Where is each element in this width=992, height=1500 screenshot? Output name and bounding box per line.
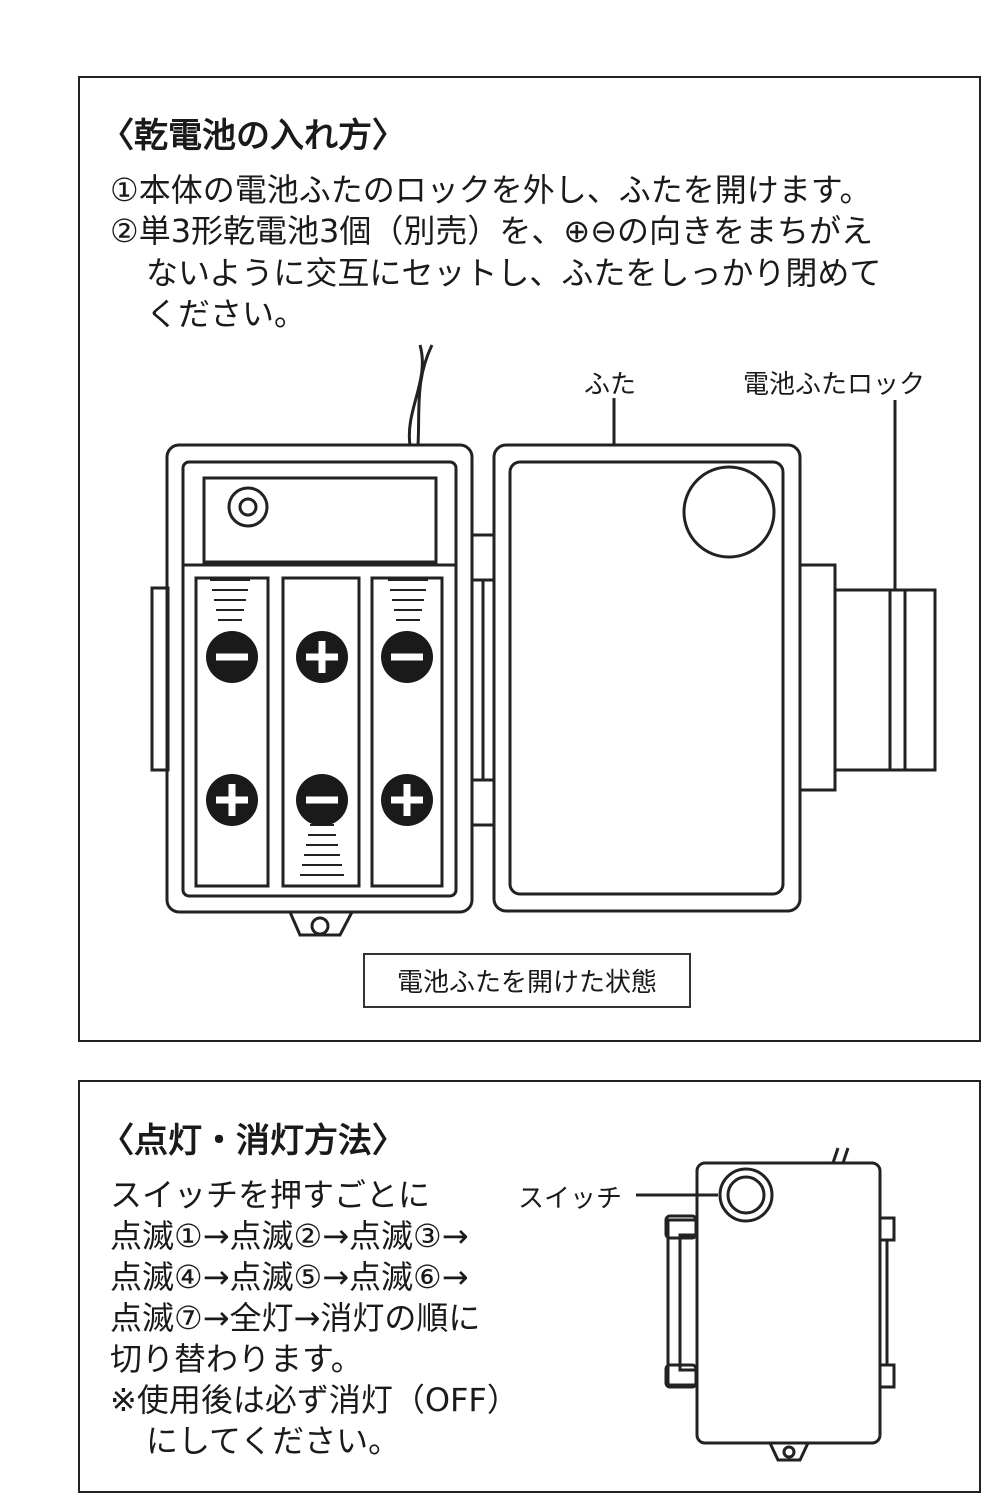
switch-instructions-panel xyxy=(78,1080,981,1493)
lid-label: ふた xyxy=(584,370,637,400)
instruction-line: 切り替わります。 xyxy=(110,1340,363,1378)
diagram-caption: 電池ふたを開けた状態 xyxy=(363,953,691,1008)
section-title-switch: 〈点灯・消灯方法〉 xyxy=(100,1121,406,1161)
instruction-line: 点滅①→点滅②→点滅③→ xyxy=(110,1217,469,1255)
instruction-line: 点滅④→点滅⑤→点滅⑥→ xyxy=(110,1258,469,1296)
instruction-line: スイッチを押すごとに xyxy=(110,1176,431,1214)
lock-label: 電池ふたロック xyxy=(743,370,926,400)
instruction-line: ください。 xyxy=(146,295,307,333)
instruction-line: ①本体の電池ふたのロックを外し、ふたを開けます。 xyxy=(110,171,872,209)
instruction-line: 点滅⑦→全灯→消灯の順に xyxy=(110,1299,481,1337)
instruction-line: ※使用後は必ず消灯（OFF） xyxy=(110,1381,519,1419)
section-title-battery: 〈乾電池の入れ方〉 xyxy=(100,116,406,156)
instruction-line: にしてください。 xyxy=(146,1422,401,1460)
instruction-line: ないように交互にセットし、ふたをしっかり閉めて xyxy=(146,254,882,292)
battery-instructions-panel xyxy=(78,76,981,1042)
switch-label: スイッチ xyxy=(518,1184,623,1214)
instruction-line: ②単3形乾電池3個（別売）を、⊕⊖の向きをまちがえ xyxy=(110,212,874,250)
